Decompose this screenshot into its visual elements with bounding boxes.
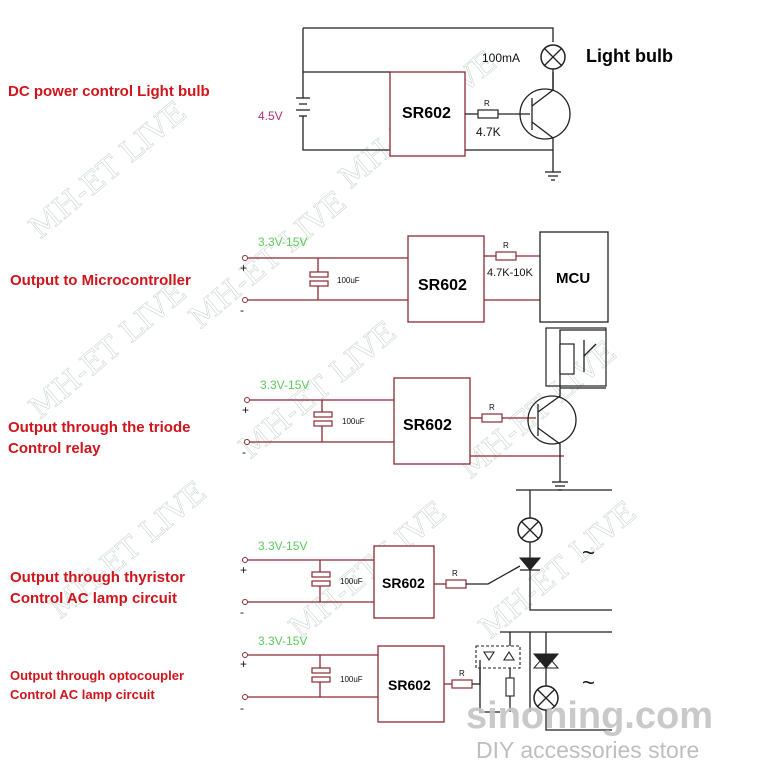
resistor-label-1: R	[484, 99, 490, 108]
lamp-label: Light bulb	[586, 46, 673, 66]
section-5-title-line1: Output through optocoupler	[10, 668, 184, 683]
ac-symbol-4: ~	[582, 540, 595, 565]
chip-label-3: SR602	[403, 417, 452, 434]
capacitor-5: 100uF	[340, 675, 363, 684]
capacitor-4: 100uF	[340, 577, 363, 586]
voltage-2: 3.3V-15V	[258, 235, 307, 249]
section-4-title-line2: Control AC lamp circuit	[10, 590, 177, 607]
chip-label-1: SR602	[402, 105, 451, 122]
minus-4: -	[240, 605, 244, 619]
watermark-2: MH-ET LIVE	[183, 185, 354, 336]
store-branding: sinoning.com DIY accessories store	[466, 695, 713, 763]
transistor-icon	[519, 88, 571, 140]
minus-5: -	[240, 701, 244, 715]
sr602-module-2	[407, 235, 485, 323]
minus-3: -	[242, 445, 246, 459]
triac-icon	[532, 653, 560, 669]
resistor-label-4: R	[452, 569, 458, 578]
store-name: sinoning.com	[466, 695, 713, 737]
voltage-3: 3.3V-15V	[260, 378, 309, 392]
section-microcontroller: Output to Microcontroller 3.3V-15V + - 1…	[10, 231, 609, 323]
resistor-label-5: R	[459, 669, 465, 678]
plus-4: +	[240, 563, 247, 577]
sr602-module-4	[373, 545, 435, 619]
minus-2: -	[240, 303, 244, 317]
mcu-label: MCU	[556, 270, 590, 287]
chip-label-4: SR602	[382, 575, 425, 591]
plus-5: +	[240, 657, 247, 671]
section-thyristor: Output through thyristor Control AC lamp…	[10, 489, 612, 619]
plus-2: +	[240, 261, 247, 275]
resistor-value-2: 4.7K-10K	[487, 267, 534, 279]
thyristor-icon	[518, 557, 542, 571]
chip-label-5: SR602	[388, 677, 431, 693]
voltage-5: 3.3V-15V	[258, 634, 307, 648]
section-4-title-line1: Output through thyristor	[10, 569, 185, 586]
sr602-module-3	[393, 377, 471, 465]
section-1-title: DC power control Light bulb	[8, 83, 210, 100]
section-3-title-line2: Control relay	[8, 440, 101, 457]
section-5-title-line2: Control AC lamp circuit	[10, 687, 155, 702]
triode-icon	[527, 395, 577, 445]
capacitor-2: 100uF	[337, 276, 360, 285]
section-optocoupler: Output through optocoupler Control AC la…	[10, 631, 612, 731]
watermark-9: MH-ET LIVE	[473, 495, 644, 646]
section-3-title-line1: Output through the triode	[8, 419, 190, 436]
section-dc-light-bulb: DC power control Light bulb 4.5V SR602 R…	[8, 27, 673, 181]
lamp-current: 100mA	[482, 51, 520, 65]
section-2-title: Output to Microcontroller	[10, 272, 191, 289]
watermarks: MH-ET LIVE MH-ET LIVE MH-ET LIVE MH-ET L…	[22, 44, 644, 646]
mcu-box	[539, 231, 609, 323]
relay-icon	[545, 327, 607, 387]
sr602-module-1	[389, 71, 466, 157]
resistor-label-2: R	[503, 241, 509, 250]
watermark-5: MH-ET LIVE	[233, 315, 404, 466]
store-tagline: DIY accessories store	[476, 737, 699, 763]
plus-3: +	[242, 403, 249, 417]
capacitor-3: 100uF	[342, 417, 365, 426]
voltage-4: 3.3V-15V	[258, 539, 307, 553]
battery-voltage: 4.5V	[258, 109, 283, 123]
watermark-4: MH-ET LIVE	[23, 275, 194, 426]
ac-symbol-5: ~	[582, 670, 595, 695]
section-triode-relay: Output through the triode Control relay …	[8, 327, 607, 491]
watermark-1: MH-ET LIVE	[23, 95, 194, 246]
resistor-label-3: R	[489, 403, 495, 412]
resistor-value-1: 4.7K	[476, 125, 501, 139]
chip-label-2: SR602	[418, 277, 467, 294]
optocoupler-icon	[475, 645, 521, 669]
